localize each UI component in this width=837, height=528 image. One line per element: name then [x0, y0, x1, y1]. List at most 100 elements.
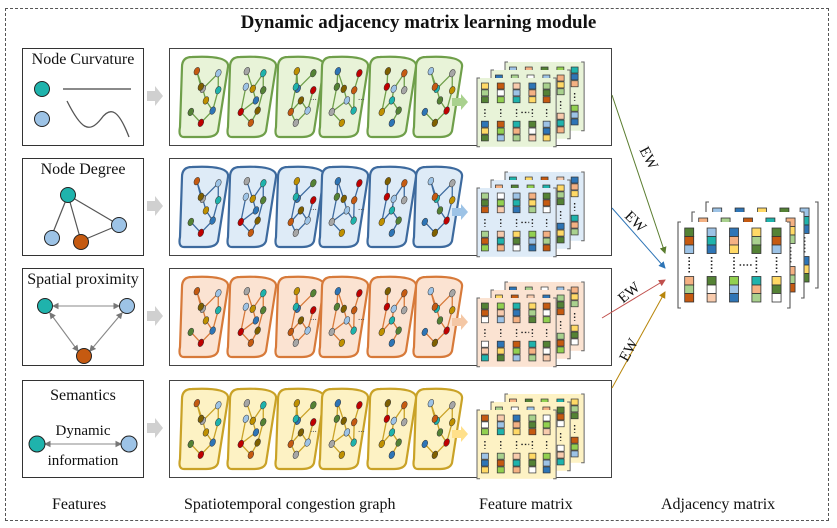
matrix-cell	[528, 354, 537, 362]
diagram-title: Dynamic adjacency matrix learning module	[240, 12, 597, 33]
graph-node	[297, 96, 305, 105]
graph-snapshot	[412, 275, 464, 359]
graph-node	[202, 316, 210, 325]
matrix-cell	[542, 428, 551, 436]
snapshot-plane	[178, 165, 230, 249]
graph-node	[328, 107, 335, 116]
matrix-cell	[556, 413, 565, 421]
matrix-cell	[570, 300, 579, 308]
matrix-cell	[542, 192, 551, 200]
graph-node	[395, 106, 402, 115]
graph-edge	[381, 418, 388, 445]
graph-node	[260, 69, 267, 78]
matrix-bracket-right	[581, 61, 585, 132]
matrix-cell	[512, 347, 521, 355]
graph-node	[304, 326, 311, 335]
matrix-cell	[570, 338, 579, 346]
graph-node	[388, 206, 396, 215]
graph-node	[193, 399, 200, 408]
graph-snapshot	[178, 387, 230, 471]
matrix-cell	[496, 354, 505, 362]
graph-node	[215, 86, 222, 95]
matrix-cell	[512, 89, 521, 97]
feature-box-node-degree: Node Degree	[22, 158, 144, 256]
graph-node	[350, 106, 357, 115]
feature-box-spatial-proximity: Spatial proximity	[22, 268, 144, 366]
matrix-cell	[528, 309, 537, 317]
matrix-cell	[771, 236, 782, 246]
matrix-cell	[512, 230, 521, 238]
matrix-cell	[570, 324, 579, 332]
graph-node	[292, 338, 300, 347]
graph-node	[260, 401, 267, 410]
graph-snapshot	[178, 275, 230, 359]
graph-node	[427, 287, 434, 296]
matrix-cell	[570, 286, 579, 294]
matrix-cell	[556, 308, 565, 316]
graph-node	[215, 69, 222, 78]
graph-edge	[331, 86, 338, 113]
graph-node	[260, 418, 267, 427]
graph-node	[209, 216, 216, 225]
graph-node	[193, 67, 200, 76]
matrix-cell	[570, 228, 579, 236]
matrix-cell	[512, 428, 521, 436]
matrix-cell	[729, 236, 739, 246]
matrix-cell	[481, 206, 489, 214]
matrix-cell	[528, 230, 537, 238]
module-border	[5, 8, 829, 521]
graph-node	[350, 326, 357, 335]
graph-node	[287, 327, 294, 336]
graph-node	[401, 179, 408, 188]
matrix-bracket-right	[787, 221, 791, 309]
graph-node	[356, 289, 363, 298]
matrix-cell	[481, 134, 489, 142]
matrix-cell	[528, 82, 537, 90]
graph-node	[449, 179, 456, 188]
graph-node	[252, 96, 260, 105]
graph-node	[427, 177, 434, 186]
colored-flow-arrow	[452, 314, 468, 330]
matrix-cell	[556, 406, 565, 414]
ew-arrow	[611, 291, 666, 389]
graph-node	[340, 194, 347, 203]
matrix-cell	[481, 127, 489, 135]
matrix-cell	[528, 316, 537, 324]
graph-node	[338, 228, 346, 237]
matrix-cell	[496, 466, 505, 474]
matrix-cell	[496, 230, 505, 238]
matrix-cell	[512, 316, 521, 324]
matrix-cell	[481, 459, 489, 467]
degree-graph-icon	[44, 187, 127, 250]
matrix-cell	[556, 229, 565, 237]
graph-node	[388, 338, 396, 347]
matrix-cell	[512, 459, 521, 467]
graph-node	[254, 438, 261, 447]
graph-node	[292, 414, 300, 423]
matrix-cell	[684, 244, 695, 254]
matrix-bracket-right	[567, 401, 571, 472]
graph-node	[388, 96, 396, 105]
feature-matrix-layer	[476, 297, 557, 368]
matrix-cell	[481, 120, 489, 128]
ellipsis: ...	[358, 202, 365, 212]
matrix-cell	[556, 346, 565, 354]
graph-node	[254, 106, 261, 115]
graph-node	[449, 69, 456, 78]
matrix-cell	[751, 244, 762, 254]
ellipsis: ...	[358, 92, 365, 102]
matrix-cell	[481, 316, 489, 324]
graph-node	[197, 450, 205, 459]
blue-node	[111, 217, 127, 233]
matrix-cell	[542, 302, 551, 310]
matrix-cell	[556, 332, 565, 340]
graph-node	[310, 418, 317, 427]
matrix-cell	[542, 309, 551, 317]
matrix-cell	[528, 466, 537, 474]
graph-snapshot	[274, 387, 326, 471]
graph-node	[443, 106, 450, 115]
graph-node	[260, 179, 267, 188]
graph-node	[292, 118, 300, 127]
graph-node	[237, 439, 244, 448]
graph-node	[384, 67, 391, 76]
